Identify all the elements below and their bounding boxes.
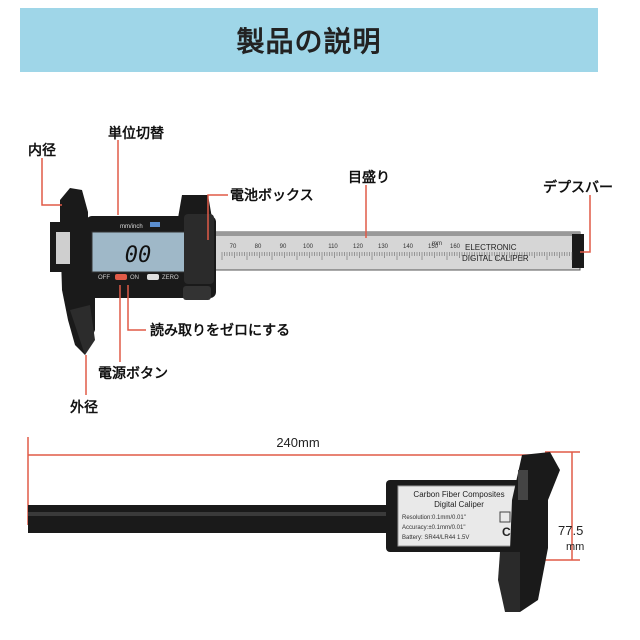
spec-line-1: Carbon Fiber Composites [413,490,504,499]
length-dimension-label: 240mm [276,435,319,450]
label-zero: 読み取りをゼロにする [150,322,290,339]
unit-mm-label: mm [432,241,442,247]
scale-numbers: 70 80 90 100 110 120 130 140 150 160 mm [230,241,461,250]
spec-line-5: Battery: SR44/LR44 1.5V [402,535,469,541]
off-label: OFF [98,275,110,281]
label-depth: デプスバー [543,179,613,196]
thumb-roller[interactable] [183,286,211,300]
main-beam [199,231,581,271]
inner-jaw-fixed [60,188,88,225]
recycle-icon [499,511,511,523]
lcd-reading: 00 [125,243,152,268]
tick-label: 70 [230,244,237,250]
label-scale: 目盛り [348,169,390,186]
label-outer: 外径 [70,399,98,416]
tick-label: 90 [280,244,287,250]
unit-key-label: mm/inch [120,224,143,230]
tick-label: 150 [428,244,439,250]
spec-line-4: Accuracy:±0.1mm/0.01" [402,525,465,531]
tick-label: 130 [378,244,389,250]
brand-line-1: ELECTRONIC [465,243,517,252]
callout-line-inner [41,158,62,206]
caliper-top: 70 80 90 100 110 120 130 140 150 160 mm … [50,188,584,355]
unit-button[interactable] [150,222,160,227]
tick-label: 160 [450,244,461,250]
zero-label: ZERO [162,275,179,281]
page-title: 製品の説明 [236,25,382,58]
callout-line-zero [127,285,146,331]
tick-label: 80 [255,244,262,250]
label-unit-switch: 単位切替 [108,125,165,142]
label-inner: 内径 [28,142,56,159]
callout-lines [41,140,591,395]
depth-bar-end [572,234,584,268]
tick-label: 120 [353,244,364,250]
height-value: 77.5 [558,523,583,538]
brand-line-2: DIGITAL CALIPER [462,254,529,263]
beam-back [28,505,408,533]
label-battery-box: 電池ボックス [230,187,314,204]
lcd-screen [91,231,191,273]
tick-label: 110 [328,244,338,250]
spec-line-2: Digital Caliper [434,500,484,509]
callout-line-depth [580,195,591,253]
on-label: ON [130,275,139,281]
spec-line-3: Resolution:0.1mm/0.01" [402,515,466,521]
power-button[interactable] [115,274,127,280]
caliper-bottom: 240mm 77.5 mm Carbon Fiber Composites Di… [27,435,584,612]
battery-box[interactable] [184,214,214,284]
tick-label: 100 [303,244,314,250]
zero-button[interactable] [147,274,159,280]
callout-line-battery [207,194,228,240]
title-banner: 製品の説明 [20,8,598,72]
label-power: 電源ボタン [98,365,168,382]
scale-ticks [221,252,573,260]
height-unit: mm [566,541,584,553]
tick-label: 140 [403,244,414,250]
inner-jaw-slide [178,195,212,218]
